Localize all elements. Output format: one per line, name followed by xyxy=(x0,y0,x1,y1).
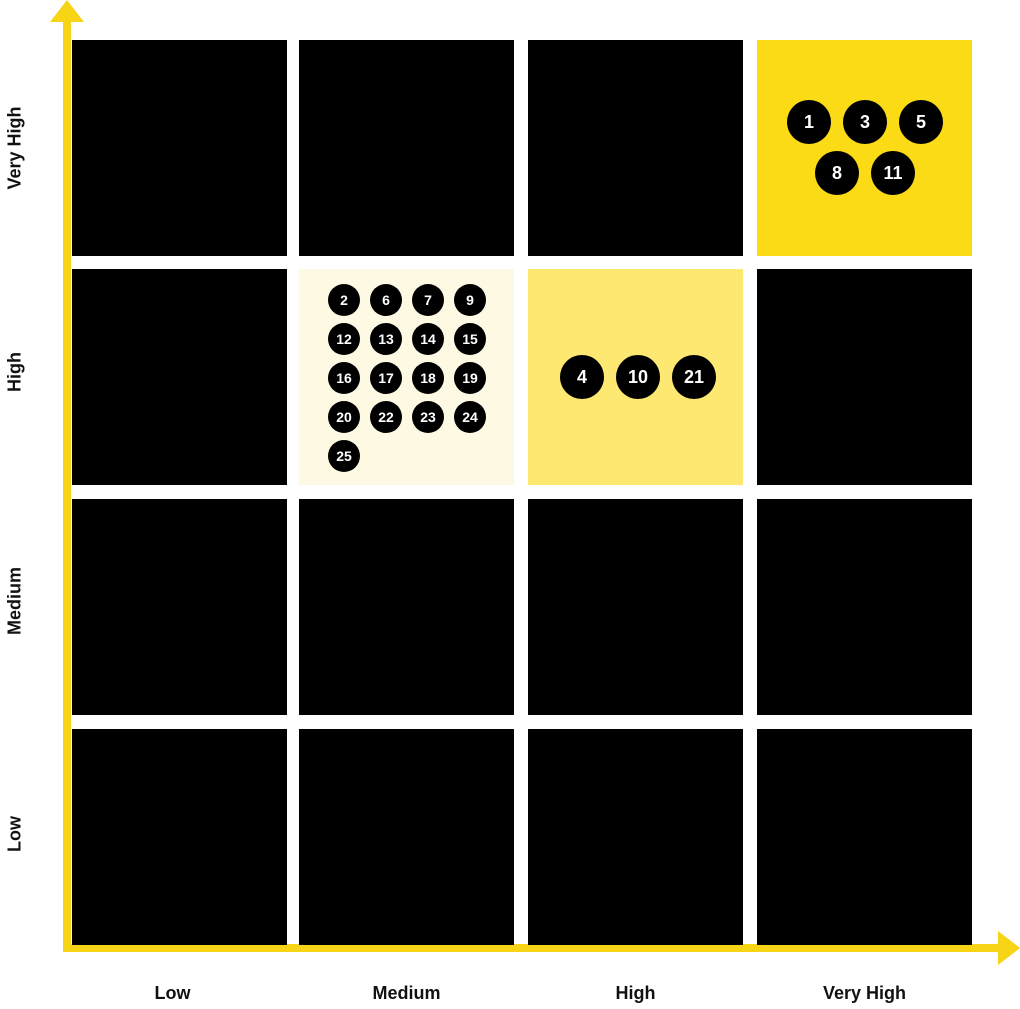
cell-medium-veryhigh xyxy=(299,40,514,256)
y-axis-label-high: High xyxy=(4,352,25,392)
item-dot: 10 xyxy=(616,355,660,399)
cell-low-medium xyxy=(72,499,287,715)
item-dot: 22 xyxy=(370,401,402,433)
item-dot: 4 xyxy=(560,355,604,399)
y-axis-label-very-high: Very High xyxy=(4,106,25,190)
x-axis-label-low: Low xyxy=(154,983,191,1003)
item-dot: 9 xyxy=(454,284,486,316)
cell-low-veryhigh xyxy=(72,40,287,256)
item-dot: 2 xyxy=(328,284,360,316)
cell-veryhigh-low xyxy=(757,729,972,945)
item-dot: 15 xyxy=(454,323,486,355)
item-dot: 25 xyxy=(328,440,360,472)
item-dot: 16 xyxy=(328,362,360,394)
y-axis-label-medium: Medium xyxy=(4,566,25,636)
item-dot: 17 xyxy=(370,362,402,394)
item-dot: 1 xyxy=(787,100,831,144)
item-dot: 11 xyxy=(871,151,915,195)
item-dot: 13 xyxy=(370,323,402,355)
x-axis-label-high: High xyxy=(615,983,656,1003)
x-axis xyxy=(63,931,1020,965)
cell-veryhigh-veryhigh: 1 3 5 8 11 xyxy=(757,40,972,256)
item-dot: 7 xyxy=(412,284,444,316)
item-dot: 23 xyxy=(412,401,444,433)
item-dot: 8 xyxy=(815,151,859,195)
cell-low-high xyxy=(72,269,287,485)
y-axis xyxy=(50,0,84,948)
cell-medium-low xyxy=(299,729,514,945)
item-dot: 20 xyxy=(328,401,360,433)
item-dot: 18 xyxy=(412,362,444,394)
item-dot: 19 xyxy=(454,362,486,394)
item-dot: 6 xyxy=(370,284,402,316)
item-dot: 21 xyxy=(672,355,716,399)
y-axis-label-low: Low xyxy=(4,816,25,852)
item-dot: 12 xyxy=(328,323,360,355)
cell-low-low xyxy=(72,729,287,945)
cell-high-low xyxy=(528,729,743,945)
item-dot: 3 xyxy=(843,100,887,144)
cell-high-high: 4 10 21 xyxy=(528,269,743,485)
item-dot: 14 xyxy=(412,323,444,355)
cell-veryhigh-high xyxy=(757,269,972,485)
x-axis-arrow-icon xyxy=(998,931,1020,965)
cell-medium-high: 2 6 7 9 12 13 14 15 16 17 18 19 20 22 23… xyxy=(299,269,514,485)
cell-high-veryhigh xyxy=(528,40,743,256)
x-axis-label-very-high: Very High xyxy=(822,983,907,1003)
cell-medium-medium xyxy=(299,499,514,715)
x-axis-label-medium: Medium xyxy=(372,983,441,1003)
cell-high-medium xyxy=(528,499,743,715)
item-dot: 5 xyxy=(899,100,943,144)
cell-veryhigh-medium xyxy=(757,499,972,715)
y-axis-arrow-icon xyxy=(50,0,84,22)
item-dot: 24 xyxy=(454,401,486,433)
